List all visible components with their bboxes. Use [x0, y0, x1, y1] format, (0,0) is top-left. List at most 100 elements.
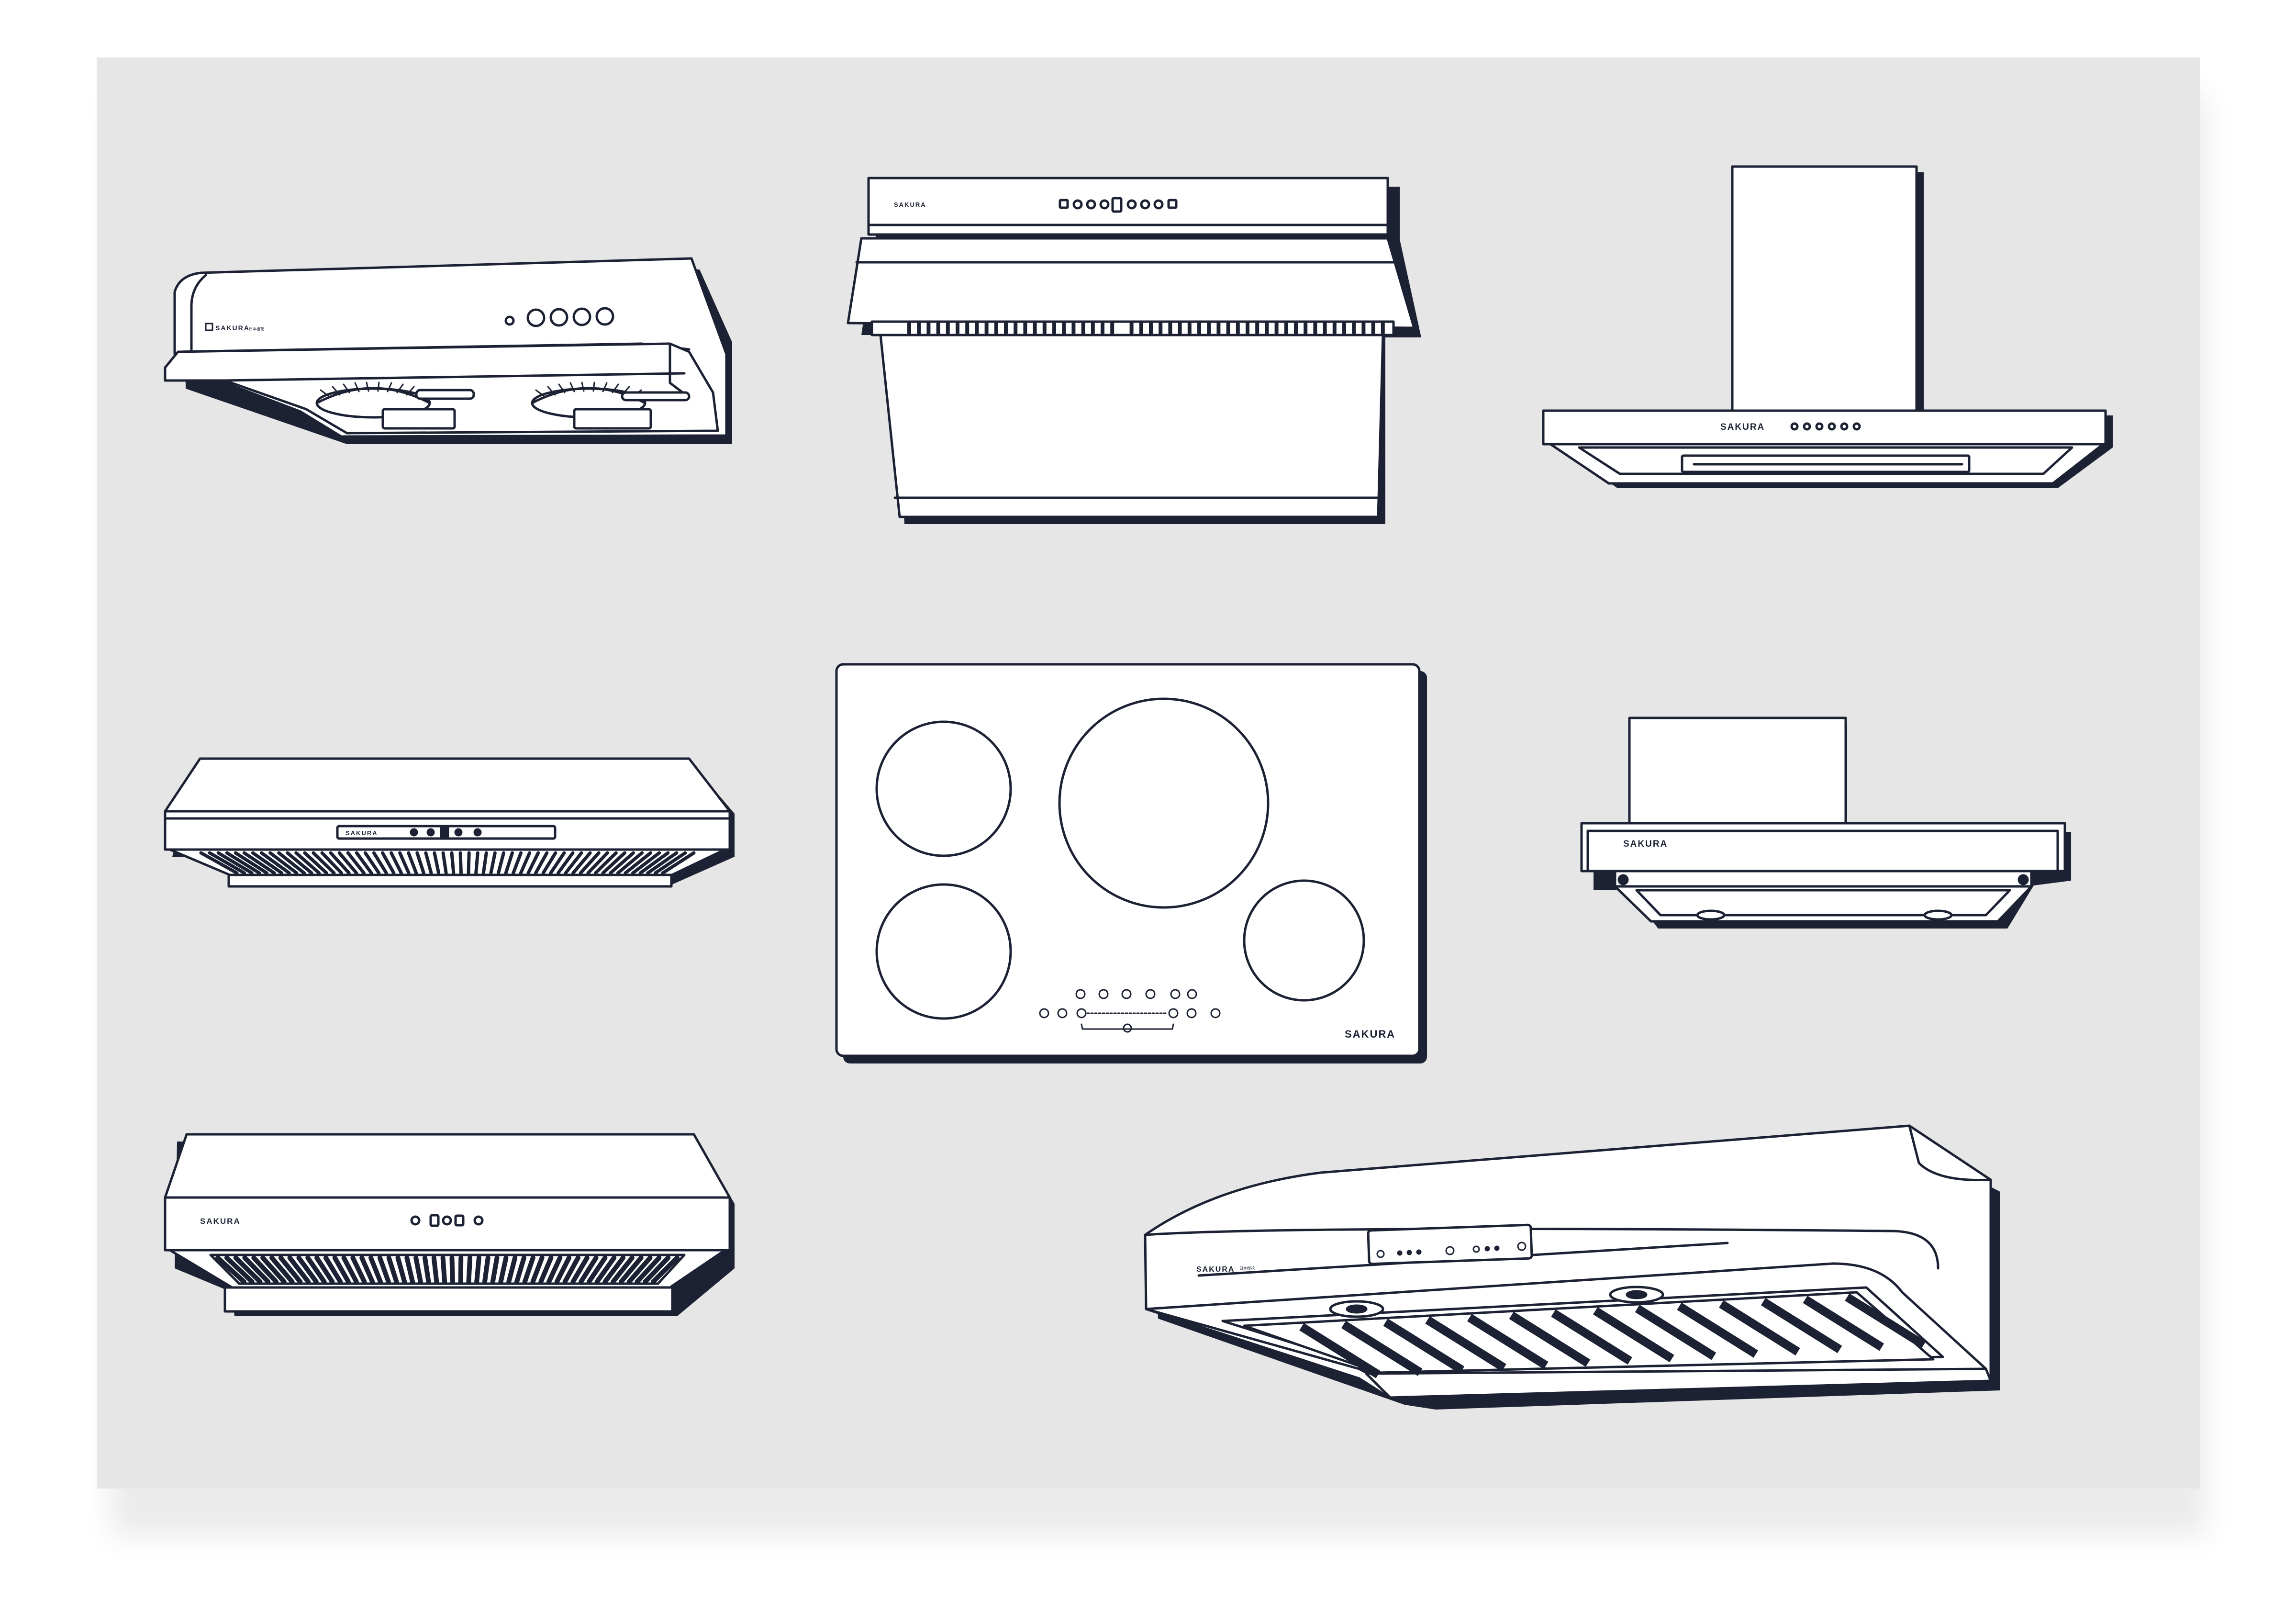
grille-slot [609, 851, 635, 875]
baffle-slat [1719, 1300, 1800, 1355]
brand-label-hood6: SAKURA [1623, 839, 1668, 849]
hood4-grille-slots [199, 851, 696, 875]
grille-slot [363, 851, 381, 875]
grille-slot [294, 851, 321, 875]
brand-label-hood2: SAKURA [894, 201, 926, 208]
under-cabinet-hood-panel [164, 757, 735, 888]
grille-slot [512, 851, 523, 875]
grille-slot [359, 1255, 375, 1284]
grille-slot [611, 1255, 635, 1284]
grille-slot [526, 851, 540, 875]
grille-slot [225, 851, 261, 875]
grille-slot [233, 1255, 263, 1284]
grille-slot [234, 851, 268, 875]
grille-slot [541, 851, 557, 875]
baffle-slat [1803, 1296, 1884, 1351]
baffle-slat [1761, 1298, 1842, 1354]
grille-slot [216, 851, 254, 875]
grille-slot [242, 1255, 271, 1284]
induction-cooktop [835, 663, 1427, 1063]
grille-slot [320, 851, 344, 875]
grille-slot [312, 851, 336, 875]
grille-slot [522, 1255, 535, 1284]
grille-slot [372, 851, 388, 875]
baffle-slat [1509, 1311, 1591, 1367]
grille-slot [390, 851, 403, 875]
grille-slot [626, 1255, 653, 1284]
grille-slot [594, 1255, 617, 1284]
baffle-slat [1593, 1307, 1674, 1363]
grille-slot [431, 1255, 439, 1284]
grille-slot [415, 851, 425, 875]
grille-slot [593, 851, 618, 875]
grille-slot [441, 851, 448, 875]
grille-slot [616, 851, 644, 875]
hood7-grille-slots [215, 1255, 680, 1284]
grille-slot [332, 1255, 351, 1284]
grille-slot [570, 1255, 590, 1284]
grille-slot [579, 851, 601, 875]
grille-slot [546, 1255, 563, 1284]
grille-slot [601, 851, 626, 875]
brand-label-hood7: SAKURA [200, 1217, 241, 1226]
grille-slot [407, 851, 418, 875]
grille-slot [341, 1255, 359, 1284]
baffle-slat [1677, 1302, 1759, 1358]
grille-slot [433, 851, 441, 875]
grille-slot [395, 1255, 407, 1284]
grille-slot [450, 851, 456, 875]
grille-slot [571, 851, 592, 875]
baffle-slat [1467, 1314, 1549, 1369]
grille-slot [661, 851, 696, 875]
cooking-zone-bottom-right [1243, 879, 1365, 1002]
grille-slot [377, 1255, 391, 1284]
brand-label-cooktop: SAKURA [1345, 1028, 1395, 1040]
under-cabinet-hood-grille [164, 1133, 735, 1316]
grille-slot [215, 1255, 246, 1284]
grille-slot [305, 1255, 327, 1284]
grille-slot [586, 851, 609, 875]
grille-slot [618, 1255, 644, 1284]
chimney-hood-slanted [847, 177, 1421, 524]
grille-slot [251, 851, 284, 875]
grille-slot [440, 1255, 447, 1284]
grille-slot [287, 1255, 311, 1284]
grille-slot [337, 851, 358, 875]
grille-slot [329, 851, 351, 875]
grille-slot [268, 851, 299, 875]
grille-slot [481, 851, 488, 875]
grille-slot [489, 851, 497, 875]
grille-slot [556, 851, 575, 875]
grille-slot [277, 851, 306, 875]
grille-slot [646, 851, 679, 875]
hood8-baffle-slats [1299, 1293, 1926, 1378]
grille-slot [498, 1255, 509, 1284]
grille-slot [602, 1255, 626, 1284]
grille-slot [278, 1255, 303, 1284]
grille-slot [380, 851, 396, 875]
grille-slot [224, 1255, 255, 1284]
baffle-slat [1299, 1323, 1381, 1378]
baffle-slat [1383, 1318, 1465, 1374]
grille-slot [579, 1255, 599, 1284]
hood2-grille-slots [907, 322, 1385, 335]
grille-slot [562, 1255, 580, 1284]
baffle-slat [1341, 1321, 1423, 1376]
t-shape-chimney-hood [1542, 165, 2113, 488]
grille-slot [653, 851, 687, 875]
grille-slot [554, 1255, 572, 1284]
grille-slot [296, 1255, 319, 1284]
grille-slot [514, 1255, 526, 1284]
grille-slot [386, 1255, 399, 1284]
brand-suffix-hood8: 日本櫻花 [1239, 1266, 1255, 1271]
baffle-slat [1551, 1309, 1632, 1365]
grille-slot [398, 851, 411, 875]
grille-slot [504, 851, 514, 875]
grille-slot [506, 1255, 518, 1284]
grille-slot [199, 851, 239, 875]
telescopic-hood [1580, 716, 2071, 929]
grille-slot [624, 851, 653, 875]
grille-slot [564, 851, 583, 875]
